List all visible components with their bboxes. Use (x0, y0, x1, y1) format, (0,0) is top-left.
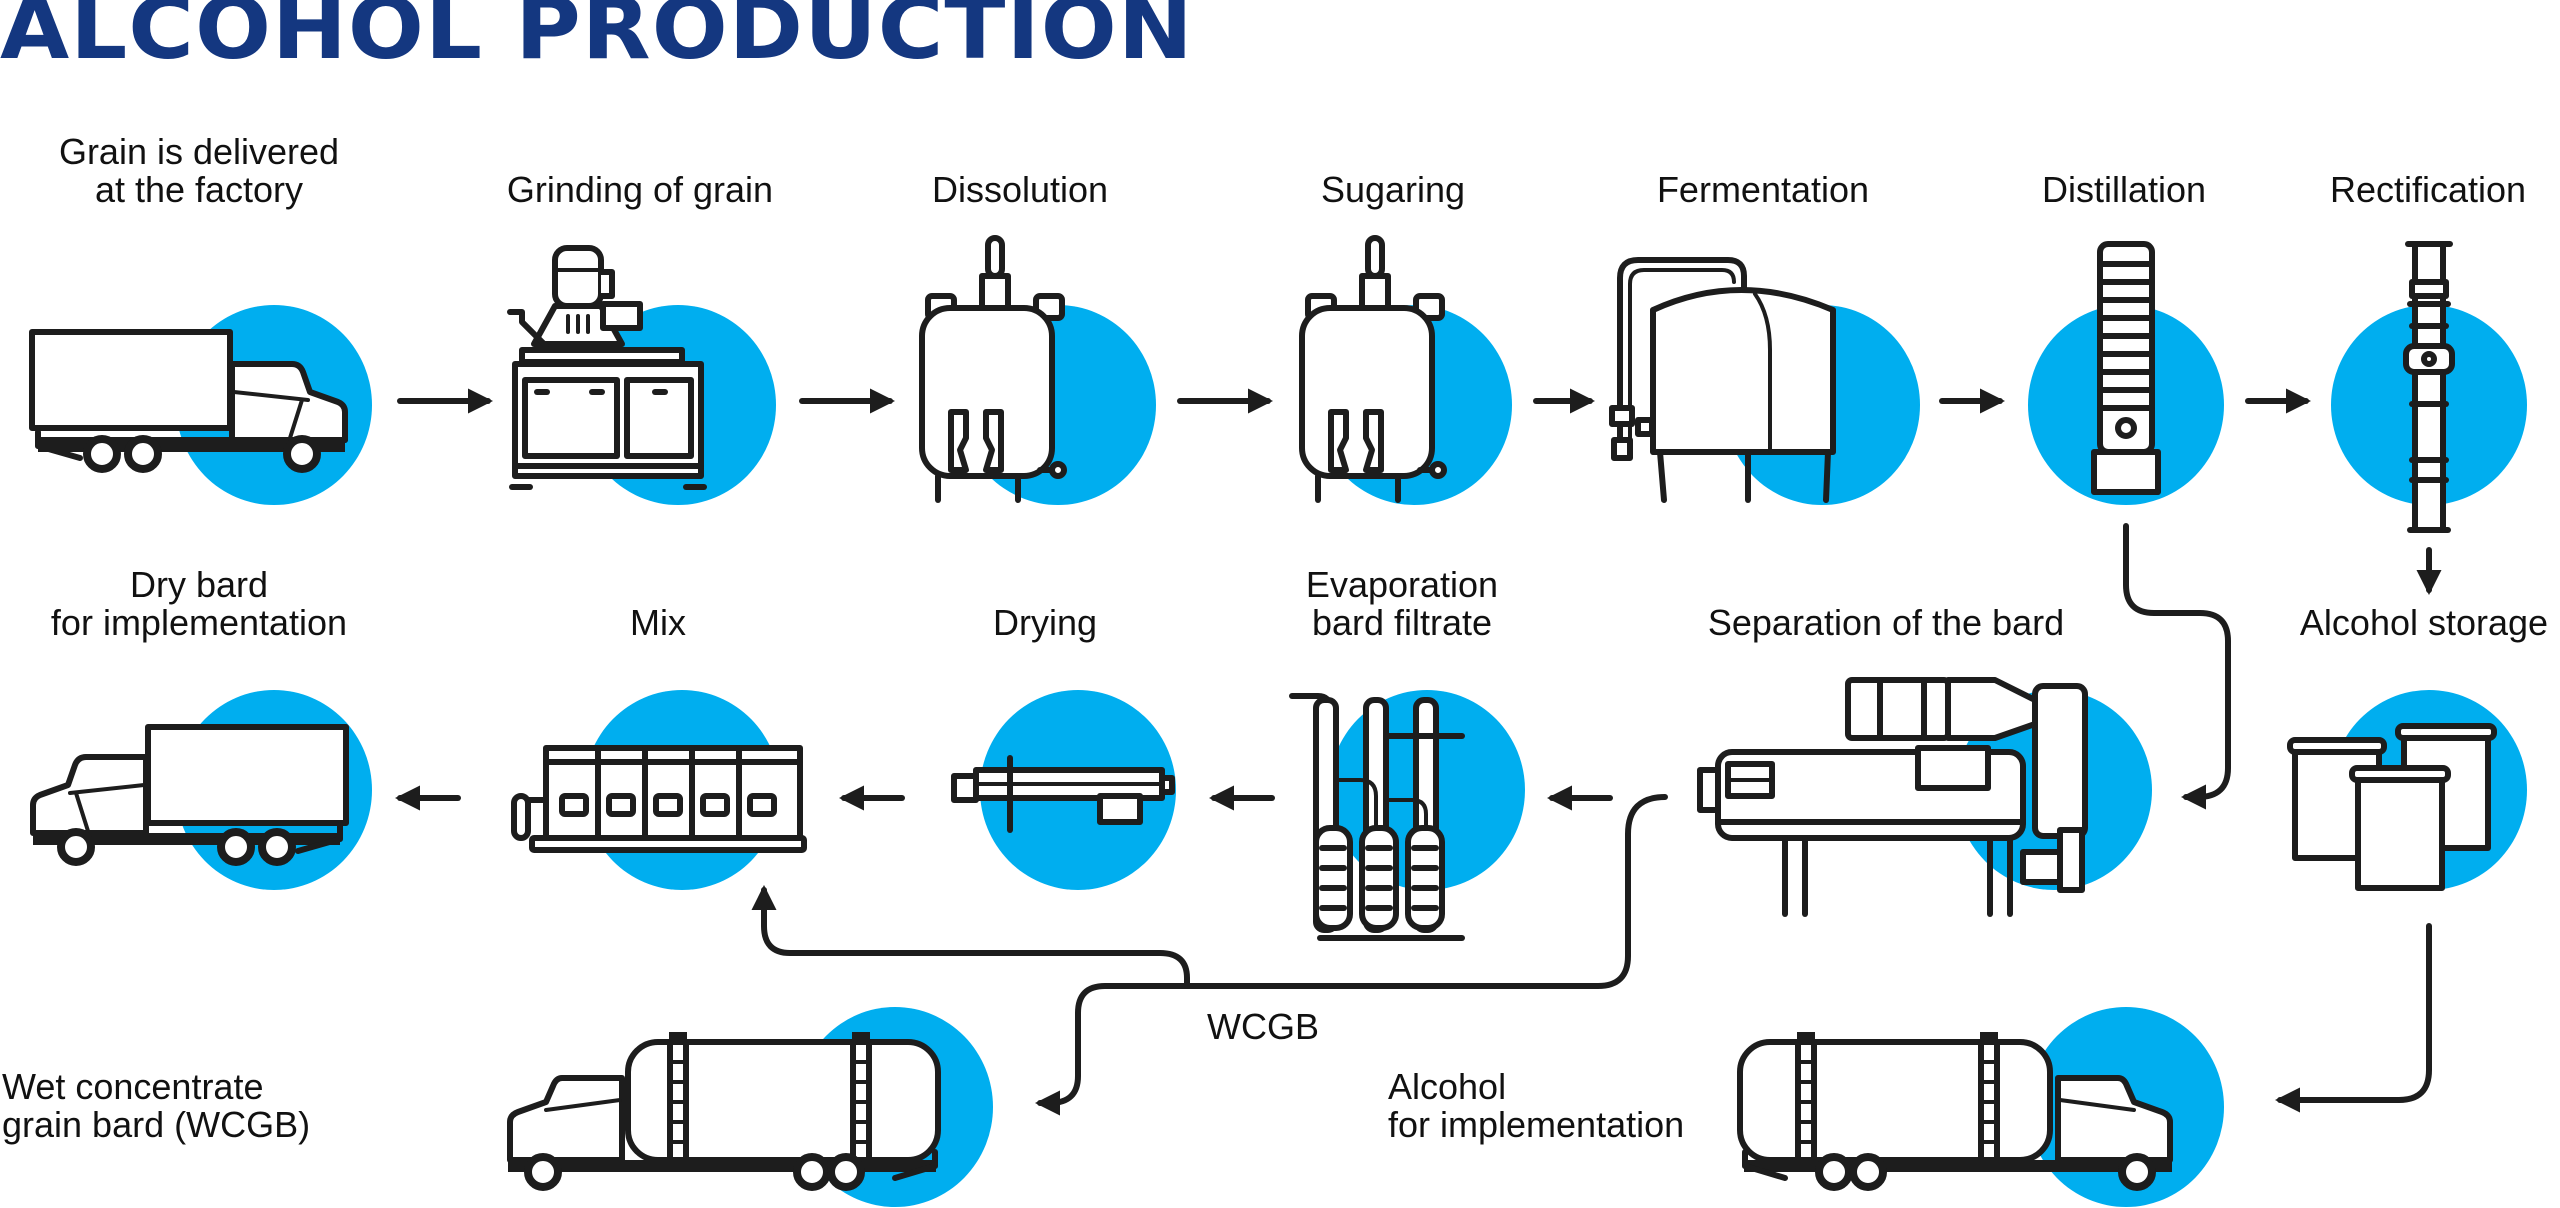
label-mix: Mix (630, 604, 686, 642)
label-line: Dry bard (129, 564, 269, 605)
label-line: Sugaring (1320, 169, 1466, 210)
label-line: grain bard (WCGB) (2, 1104, 311, 1145)
label-separation: Separation of the bard (1708, 604, 2064, 642)
label-line: Fermentation (1656, 169, 1870, 210)
mixing-tank-icon (919, 235, 1067, 503)
label-line: Alcohol (1388, 1066, 1507, 1107)
label-line: bard filtrate (1311, 602, 1493, 643)
label-line: for implementation (50, 602, 348, 643)
connector-to-mix (751, 884, 1190, 989)
curved-connectors (751, 523, 2432, 1116)
label-line: Rectification (2329, 169, 2527, 210)
connector-storage-to-alcohol-out (2274, 923, 2432, 1113)
tanker-truck-icon (507, 1032, 941, 1191)
fermentation-tank-icon (1609, 257, 1836, 503)
label-grain-delivery: Grain is delivered at the factory (59, 133, 339, 209)
flow-arrows (394, 388, 2442, 811)
label-distillation: Distillation (2042, 171, 2206, 209)
label-line: Distillation (2041, 169, 2207, 210)
label-line: Drying (992, 602, 1098, 643)
label-line: for implementation (1388, 1104, 1685, 1145)
dryer-icon (951, 755, 1175, 833)
label-line: Mix (630, 602, 686, 643)
label-fermentation: Fermentation (1657, 171, 1869, 209)
label-line: at the factory (94, 169, 304, 210)
distillation-column-icon (2091, 241, 2161, 495)
connector-distillation-to-separation (2123, 523, 2231, 810)
label-line: Evaporation (1305, 564, 1499, 605)
label-dry-bard: Dry bard for implementation (51, 566, 347, 642)
label-wcgb: Wet concentrate grain bard (WCGB) (2, 1068, 310, 1144)
rectification-column-icon (2403, 241, 2455, 533)
label-drying: Drying (993, 604, 1097, 642)
label-line: Grinding of grain (506, 169, 774, 210)
label-alcohol-out: Alcohol for implementation (1388, 1068, 1684, 1144)
tanker-truck-icon (1737, 1032, 2173, 1191)
label-sugaring: Sugaring (1321, 171, 1465, 209)
mixer-icon (511, 745, 807, 853)
mixing-tank-icon (1299, 235, 1447, 503)
page-title: ALCOHOL PRODUCTION (0, 0, 1194, 79)
label-grinding: Grinding of grain (507, 171, 773, 209)
label-line: Dissolution (931, 169, 1109, 210)
connector-separation-to-wcgb (1034, 794, 1668, 1116)
label-line: WCGB (1207, 1006, 1319, 1047)
connector-label-wcgb: WCGB (1207, 1008, 1319, 1046)
label-evaporation: Evaporation bard filtrate (1306, 566, 1498, 642)
box-truck-icon (29, 329, 348, 473)
evaporator-icon (1289, 693, 1465, 941)
label-alcohol-storage: Alcohol storage (2300, 604, 2548, 642)
label-rectification: Rectification (2330, 171, 2526, 209)
label-line: Wet concentrate (2, 1066, 264, 1107)
grinder-machine-icon (507, 245, 707, 490)
label-dissolution: Dissolution (932, 171, 1108, 209)
box-truck-icon (30, 724, 349, 866)
label-line: Separation of the bard (1707, 602, 2065, 643)
label-line: Alcohol storage (2299, 602, 2549, 643)
label-line: Grain is delivered (58, 131, 340, 172)
storage-tanks-icon (2287, 723, 2497, 891)
decanter-centrifuge-icon (1697, 677, 2088, 917)
